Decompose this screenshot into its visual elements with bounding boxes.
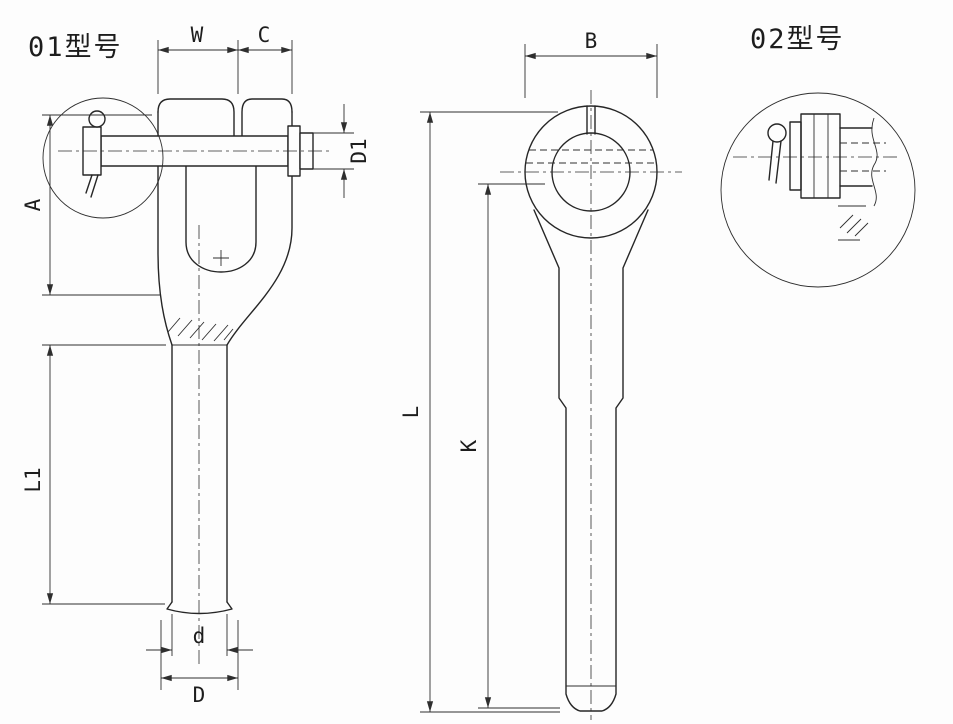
dim-label-k: K (457, 439, 481, 452)
eye-notch (586, 105, 596, 135)
dim-L1: L1 (21, 344, 166, 605)
dim-label-a: A (21, 198, 45, 211)
model-label-02: 02型号 (750, 24, 845, 55)
centerlines (58, 90, 682, 720)
dim-label-c: C (258, 23, 271, 47)
front-view-pin (82, 110, 314, 198)
dim-W: W (157, 23, 239, 94)
model-label-01: 01型号 (28, 32, 123, 63)
detail-washer (789, 121, 802, 191)
dim-label-d-big: D (193, 683, 206, 707)
dim-A: A (21, 114, 160, 296)
dim-label-w: W (191, 23, 204, 47)
dim-K: K (457, 183, 560, 709)
dim-C: C (238, 23, 293, 94)
dim-d: d (146, 614, 253, 656)
hatch-ticks (167, 317, 234, 342)
center-mark (213, 250, 229, 266)
dim-label-l1: L1 (21, 467, 45, 492)
dim-label-d1: D1 (347, 138, 371, 163)
detail-balloon-02 (720, 92, 916, 288)
dim-D1: D1 (313, 104, 371, 198)
detail-nut (800, 113, 841, 199)
dim-L: L (399, 111, 560, 713)
cotter-legs (85, 174, 99, 198)
detail-view-02 (720, 92, 916, 288)
detail-balloon-01 (42, 97, 164, 219)
front-view-clevis (157, 98, 293, 615)
dim-label-d-small: d (193, 624, 206, 648)
break-line (871, 117, 878, 207)
detail-cotter-ring (767, 123, 787, 143)
dim-D-big: D (160, 620, 239, 707)
dim-label-l: L (399, 406, 423, 419)
cotter-ring (88, 110, 106, 128)
dim-label-b: B (585, 29, 598, 53)
dim-B: B (524, 29, 658, 98)
detail-hatch (838, 205, 869, 241)
